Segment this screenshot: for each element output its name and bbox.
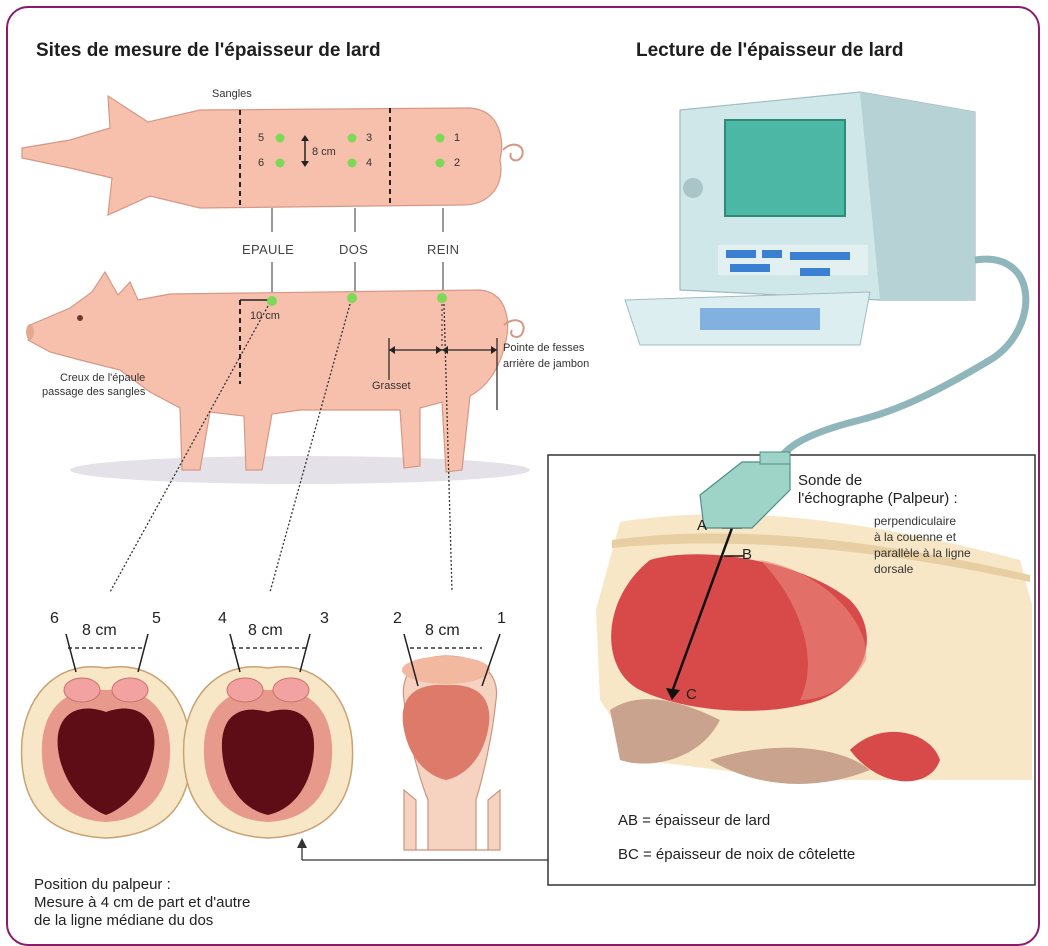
probe-title-2: l'échographe (Palpeur) : (798, 490, 958, 507)
site-dos: DOS (339, 242, 368, 257)
ab-legend: AB = épaisseur de lard (618, 812, 770, 829)
grasset-label: Grasset (372, 380, 411, 392)
section1-left: 6 (50, 610, 59, 628)
marker-6 (276, 159, 285, 168)
marker-4 (348, 159, 357, 168)
point-5: 5 (258, 132, 264, 144)
shoulder-label-2: passage des sangles (42, 386, 145, 398)
marker-5 (276, 134, 285, 143)
sangles-label: Sangles (212, 88, 252, 100)
probe-desc-2: à la couenne et (874, 530, 956, 544)
point-b: B (742, 546, 752, 563)
ultrasound-machine (625, 92, 1026, 470)
marker-1 (436, 134, 445, 143)
point-c: C (686, 686, 697, 703)
point-2: 2 (454, 157, 460, 169)
section3-right: 1 (497, 610, 506, 628)
section1-distance: 8 cm (82, 622, 117, 640)
site-epaule: EPAULE (242, 242, 294, 257)
probe-position-line-1: Mesure à 4 cm de part et d'autre (34, 894, 250, 911)
probe-position-line-2: de la ligne médiane du dos (34, 912, 213, 929)
probe-desc-4: dorsale (874, 562, 913, 576)
section2-left: 4 (218, 610, 227, 628)
section-dos (184, 634, 353, 838)
shoulder-label-1: Creux de l'épaule (60, 372, 145, 384)
section2-distance: 8 cm (248, 622, 283, 640)
marker-rein (437, 293, 447, 303)
section3-distance: 8 cm (425, 622, 460, 640)
section2-right: 3 (320, 610, 329, 628)
marker-2 (436, 159, 445, 168)
marker-epaule (267, 296, 277, 306)
point-6: 6 (258, 157, 264, 169)
point-4: 4 (366, 157, 372, 169)
probe-position-title: Position du palpeur : (34, 876, 171, 893)
point-3: 3 (366, 132, 372, 144)
pig-top-view (22, 96, 523, 296)
pointe-label-2: arrière de jambon (503, 358, 589, 370)
point-a: A (697, 517, 707, 534)
site-rein: REIN (427, 242, 459, 257)
probe-desc-3: parallèle à la ligne (874, 546, 971, 560)
marker-dos (347, 293, 357, 303)
section-epaule (22, 634, 191, 838)
section-rein (402, 634, 500, 850)
section3-left: 2 (393, 610, 402, 628)
top-distance: 8 cm (312, 146, 336, 158)
point-1: 1 (454, 132, 460, 144)
probe-title-1: Sonde de (798, 472, 862, 489)
side-distance: 10 cm (250, 310, 280, 322)
section1-right: 5 (152, 610, 161, 628)
bc-legend: BC = épaisseur de noix de côtelette (618, 846, 855, 863)
marker-3 (348, 134, 357, 143)
pointe-label-1: Pointe de fesses (503, 342, 584, 354)
probe-desc-1: perpendiculaire (874, 514, 956, 528)
